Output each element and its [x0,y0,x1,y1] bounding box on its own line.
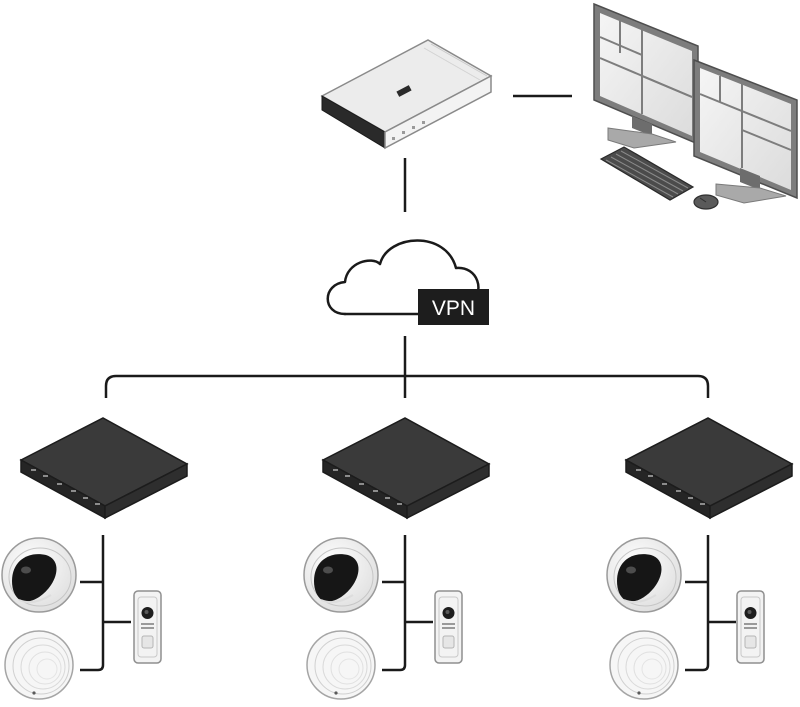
site-1-branch [80,535,131,672]
network-video-recorder-2 [322,417,490,519]
dome-camera-3 [606,537,682,613]
monitor-right [693,58,798,204]
vpn-label: VPN [432,297,475,320]
distribution-bus [104,374,710,398]
connection-lines [80,94,736,672]
vpn-cloud: VPN [326,239,489,325]
speaker-3 [609,630,679,700]
video-intercom-3 [736,590,765,664]
site-3-branch [685,535,736,672]
network-video-recorder-1 [20,417,188,519]
monitor-left [593,2,699,149]
vpn-label-box [418,289,489,325]
remote-site-1 [1,417,188,700]
video-intercom-2 [434,590,463,664]
dome-camera-2 [303,537,379,613]
video-intercom-1 [133,590,162,664]
mouse [693,194,719,210]
network-video-recorder-3 [625,417,793,519]
dual-monitor-workstation [593,2,798,210]
site-2-branch [382,535,433,672]
speaker-1 [4,630,74,700]
keyboard [599,146,695,201]
rack-server [320,39,493,150]
dome-camera-1 [1,537,77,613]
remote-site-2 [303,417,490,700]
speaker-2 [306,630,376,700]
remote-site-3 [606,417,793,700]
